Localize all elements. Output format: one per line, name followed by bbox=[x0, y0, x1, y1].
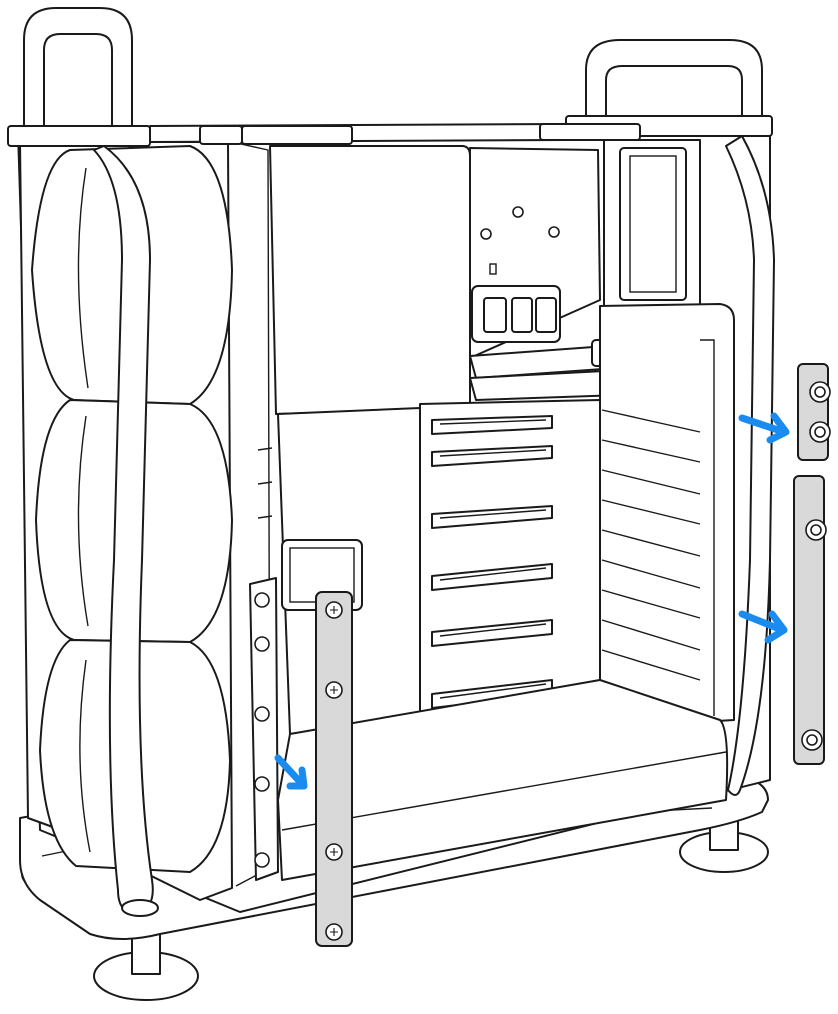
upper-logic-board bbox=[469, 147, 601, 359]
pcie-slot bbox=[431, 619, 553, 647]
left-handle bbox=[7, 7, 159, 917]
chassis-left-wall bbox=[249, 447, 363, 881]
pcie-slot bbox=[431, 563, 553, 591]
power-supply-cover bbox=[269, 145, 471, 415]
thumbscrew[interactable] bbox=[809, 381, 831, 403]
pcie-slot bbox=[431, 445, 553, 467]
thumbscrew[interactable] bbox=[801, 729, 823, 751]
thumbscrew[interactable] bbox=[805, 519, 827, 541]
screw[interactable] bbox=[325, 923, 343, 941]
thumbscrew[interactable] bbox=[809, 421, 831, 443]
arrow-upper-right bbox=[738, 412, 790, 444]
drive-bay bbox=[603, 139, 701, 313]
side-bracket-lower[interactable] bbox=[793, 475, 827, 765]
screw[interactable] bbox=[325, 843, 343, 861]
arrow-lower-right bbox=[738, 610, 788, 644]
pcie-slot bbox=[431, 415, 553, 435]
arrow-left bbox=[274, 754, 308, 790]
screw[interactable] bbox=[325, 681, 343, 699]
pcie-slot bbox=[431, 505, 553, 529]
slot-covers bbox=[599, 303, 735, 723]
side-bracket-upper[interactable] bbox=[797, 363, 831, 461]
pci-bracket-center[interactable] bbox=[315, 591, 353, 947]
screw[interactable] bbox=[325, 601, 343, 619]
